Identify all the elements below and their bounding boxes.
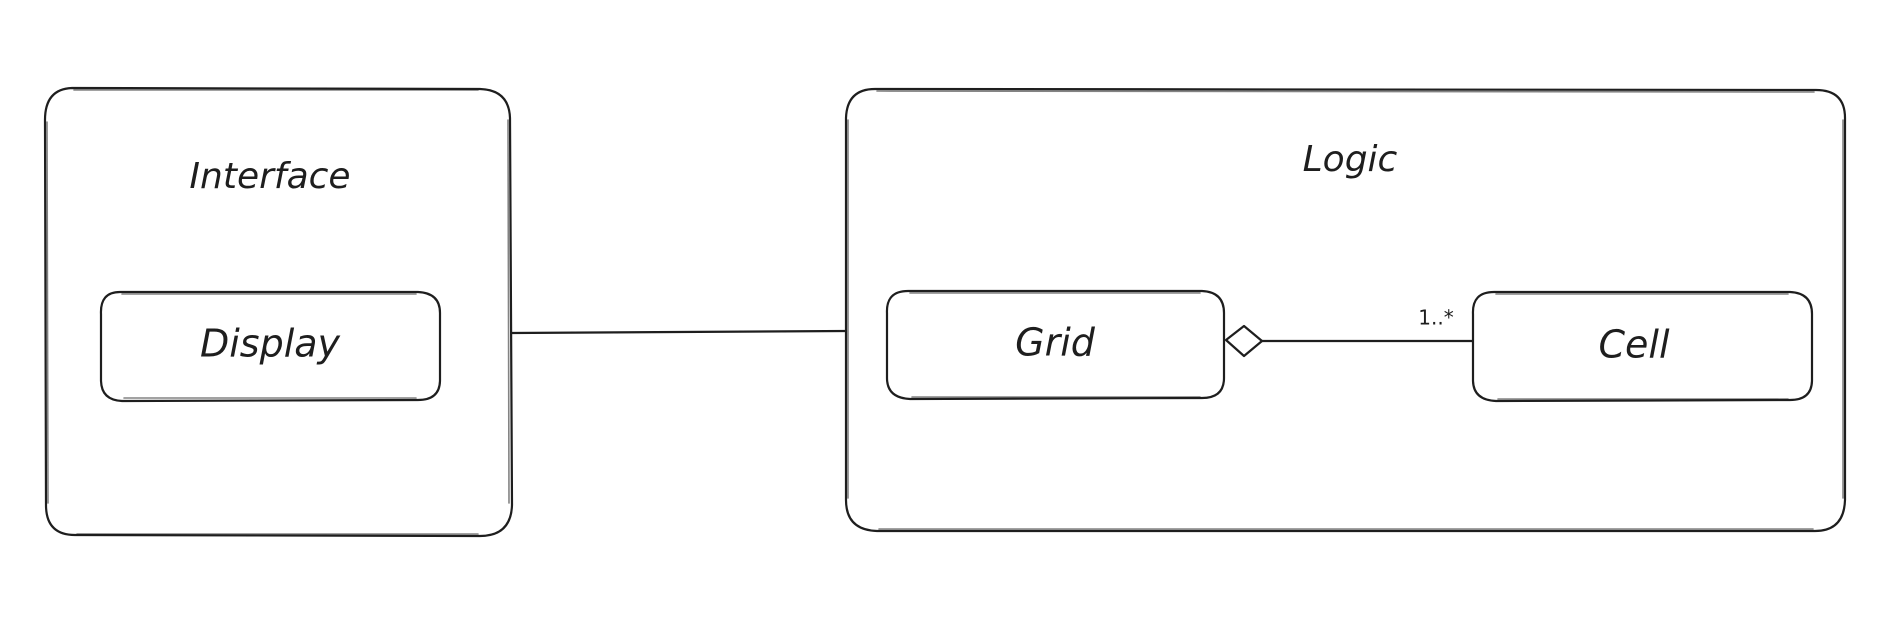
cell-label: Cell xyxy=(1598,323,1669,367)
cell-node[interactable]: Cell xyxy=(1471,290,1814,403)
grid-cell-aggregation[interactable]: 1..* xyxy=(1224,306,1474,358)
logic-title: Logic xyxy=(1303,139,1398,180)
display-node[interactable]: Display xyxy=(99,290,442,403)
interface-container[interactable]: Interface xyxy=(43,86,514,538)
grid-label: Grid xyxy=(1015,321,1096,365)
interface-logic-connector[interactable] xyxy=(510,329,848,335)
interface-title: Interface xyxy=(189,156,350,197)
display-label: Display xyxy=(200,322,341,366)
aggregation-diamond-icon xyxy=(1224,324,1264,358)
multiplicity-label: 1..* xyxy=(1418,306,1453,330)
grid-node[interactable]: Grid xyxy=(885,289,1226,401)
logic-container[interactable]: Logic xyxy=(844,87,1847,533)
